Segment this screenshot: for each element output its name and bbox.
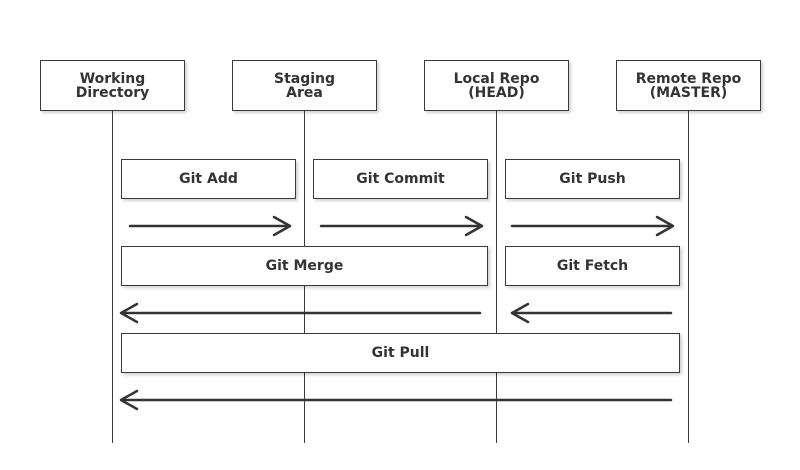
git-add-arrow — [128, 215, 292, 237]
git-add-box: Git Add — [121, 159, 296, 199]
git-merge-arrow — [119, 302, 482, 324]
git-pull-box: Git Pull — [121, 333, 680, 373]
git-pull-arrow — [119, 389, 673, 411]
git-fetch-arrow — [510, 302, 673, 324]
participant-remote-repo-line2: (MASTER) — [649, 84, 728, 101]
participant-working-directory-line2: Directory — [75, 84, 150, 101]
participant-working-directory: Working Directory — [40, 60, 185, 111]
participant-staging-area-line1: Staging — [273, 70, 336, 87]
participant-remote-repo: Remote Repo (MASTER) — [616, 60, 761, 111]
participant-local-repo: Local Repo (HEAD) — [424, 60, 569, 111]
git-merge-box: Git Merge — [121, 246, 488, 286]
participant-local-repo-line2: (HEAD) — [468, 84, 525, 101]
lifeline-local-repo — [496, 110, 497, 443]
git-fetch-box: Git Fetch — [505, 246, 680, 286]
git-push-box: Git Push — [505, 159, 680, 199]
git-commit-box: Git Commit — [313, 159, 488, 199]
lifeline-remote-repo — [688, 110, 689, 443]
participant-working-directory-line1: Working — [79, 70, 146, 87]
lifeline-working-directory — [112, 110, 113, 443]
participant-remote-repo-line1: Remote Repo — [635, 70, 742, 87]
participant-staging-area-line2: Area — [286, 84, 323, 101]
git-push-arrow — [510, 215, 675, 237]
participant-staging-area: Staging Area — [232, 60, 377, 111]
participant-local-repo-line1: Local Repo — [453, 70, 540, 87]
git-commit-arrow — [319, 215, 484, 237]
